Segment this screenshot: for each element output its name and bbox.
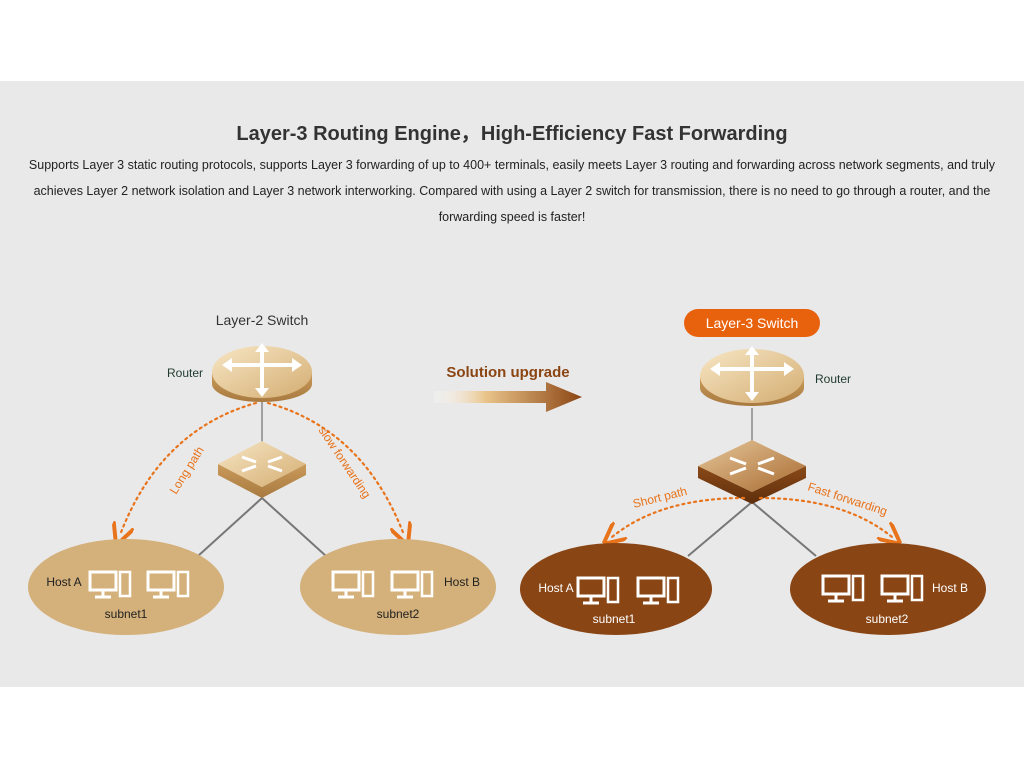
- subnet1-label: subnet1: [105, 607, 148, 621]
- switch-subnet2-link: [751, 501, 817, 557]
- subnet2-ellipse: [300, 539, 496, 635]
- page-title: Layer-3 Routing Engine，High-Efficiency F…: [236, 123, 788, 145]
- computer-icon: [331, 570, 375, 599]
- subnet1-ellipse: [520, 543, 712, 635]
- upgrade-label: Solution upgrade: [446, 364, 569, 381]
- long-path-arrow: [120, 401, 258, 535]
- subnet1-ellipse: [28, 539, 224, 635]
- layer3-title: Layer-3 Switch: [706, 315, 799, 331]
- slow-forwarding-label: slow forwarding: [316, 424, 374, 501]
- short-path-label: Short path: [631, 484, 688, 511]
- computer-icon: [146, 570, 190, 599]
- switch-subnet1-link: [687, 501, 753, 557]
- fast-forwarding-arrow: [758, 496, 892, 537]
- layer3-section: Layer-3 Switch Router: [520, 309, 986, 635]
- page-description: Supports Layer 3 static routing protocol…: [28, 158, 996, 224]
- computer-icon: [880, 574, 924, 603]
- layer2-section: Layer-2 Switch Router: [28, 312, 496, 635]
- router-icon: [700, 346, 804, 406]
- computer-icon: [88, 570, 132, 599]
- host-b-label: Host B: [932, 581, 968, 595]
- layer2-title: Layer-2 Switch: [216, 312, 309, 328]
- upgrade-arrow: [434, 382, 582, 412]
- host-a-label: Host A: [538, 581, 573, 595]
- router-icon: [212, 343, 312, 402]
- subnet1-label: subnet1: [593, 612, 636, 626]
- computer-icon: [390, 570, 434, 599]
- switch-icon: [698, 440, 806, 504]
- computer-icon: [821, 574, 865, 603]
- computer-icon: [576, 576, 620, 605]
- switch-subnet2-link: [261, 497, 327, 557]
- router-label: Router: [815, 372, 851, 386]
- router-label: Router: [167, 366, 203, 380]
- computer-icon: [636, 576, 680, 605]
- upgrade-section: Solution upgrade: [434, 364, 582, 412]
- host-b-label: Host B: [444, 575, 480, 589]
- short-path-arrow: [612, 496, 746, 537]
- host-a-label: Host A: [46, 575, 81, 589]
- layer3-title-pill: [684, 309, 820, 337]
- switch-icon: [218, 441, 306, 498]
- switch-subnet1-link: [197, 497, 263, 557]
- slow-forwarding-arrow: [266, 401, 404, 535]
- subnet2-label: subnet2: [866, 612, 909, 626]
- subnet2-label: subnet2: [377, 607, 420, 621]
- subnet2-ellipse: [790, 543, 986, 635]
